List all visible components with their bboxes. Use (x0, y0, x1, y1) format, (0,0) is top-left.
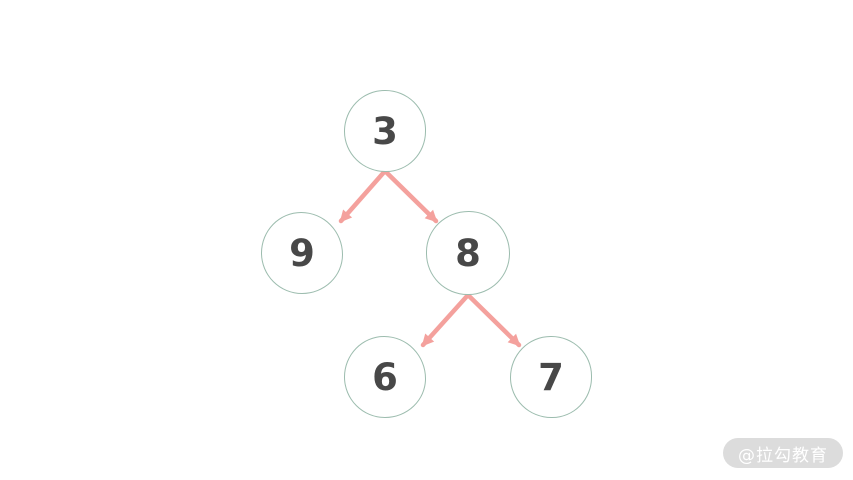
tree-node-9: 9 (261, 212, 343, 294)
tree-edge-3-9 (338, 168, 388, 224)
tree-node-8: 8 (426, 211, 510, 295)
tree-node-7-label: 7 (538, 355, 564, 399)
tree-node-8-label: 8 (455, 231, 481, 275)
tree-node-6: 6 (344, 336, 426, 418)
tree-edge-3-8 (382, 168, 439, 224)
tree-edge-8-6 (420, 292, 471, 348)
tree-node-3: 3 (344, 90, 426, 172)
tree-node-3-label: 3 (372, 109, 398, 153)
watermark-badge: @拉勾教育 (723, 438, 843, 468)
tree-node-7: 7 (510, 336, 592, 418)
tree-node-9-label: 9 (289, 231, 315, 275)
tree-edge-8-7 (465, 292, 522, 348)
tree-node-6-label: 6 (372, 355, 398, 399)
watermark-text: @拉勾教育 (738, 445, 828, 466)
